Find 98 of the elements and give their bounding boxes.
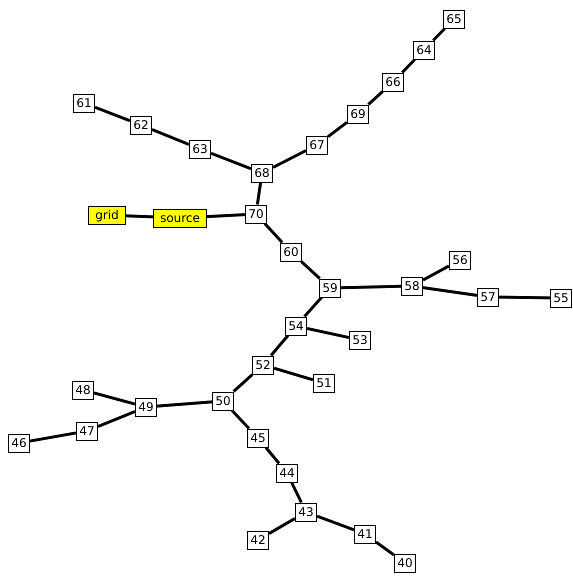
node-label: 49 [138,401,154,413]
node-label: 53 [352,334,368,346]
connector-line [316,514,355,532]
connector-line [498,296,550,300]
connector-line [230,409,250,430]
node-label: 67 [309,139,325,151]
node-box [247,428,269,448]
connector-line [290,482,303,504]
connector-line [422,264,450,282]
node-label: 56 [452,254,468,266]
node-box [72,380,94,400]
node-box [88,206,126,224]
connector-line [156,400,212,408]
node-box [306,136,328,154]
node-label: 42 [250,534,266,546]
node-label: 61 [76,97,92,109]
connector-line [300,260,321,280]
node-label: 48 [75,384,91,396]
node-box [319,278,341,298]
connector-line [97,410,136,428]
connector-line [340,284,402,290]
node-label: 70 [248,208,264,220]
connector-line [206,213,246,218]
node-box [550,288,572,308]
node-box [251,164,273,182]
node-label: 69 [350,108,366,120]
connector-line [94,106,131,122]
connector-line [272,149,307,169]
node-label: 51 [316,377,332,389]
connector-line [268,517,296,535]
node-box [349,330,371,350]
node-label: 59 [322,282,338,294]
node-label: 47 [79,425,95,437]
node-box [135,398,157,416]
node-label: 54 [288,320,304,332]
connector-line [327,121,348,138]
node-box [413,40,435,60]
node-label: 64 [416,44,432,56]
connector-line [256,182,262,205]
node-label: 60 [283,246,299,258]
node-label: 44 [279,467,295,479]
connector-line [367,90,384,106]
connector-line [432,27,446,42]
node-label: 63 [192,143,208,155]
node-box [153,208,207,228]
node-box [130,116,152,134]
connector-line [375,540,395,556]
node-box [443,10,465,28]
node-box [354,524,376,544]
node-box [394,554,416,572]
node-box [401,276,423,296]
node-label: 68 [254,167,270,179]
node-box [8,434,30,452]
connector-line [30,431,76,443]
node-box [252,356,274,374]
connector-line [274,366,314,382]
node-box [382,72,404,92]
connector-line [306,326,350,340]
node-label: 65 [446,13,462,25]
node-box [449,250,471,270]
node-label: 41 [357,528,373,540]
node-label: grid [95,209,119,221]
connector-line [232,373,254,393]
node-box [280,242,302,262]
connector-line [401,58,416,74]
connector-line [303,296,323,318]
connector-line [270,334,290,356]
node-box [247,530,269,550]
node-label: 52 [255,359,271,371]
node-label: 66 [385,76,401,88]
node-box [295,502,317,522]
node-box [285,316,307,336]
node-box [245,204,267,224]
node-box [189,140,211,158]
node-label: 46 [11,437,27,449]
node-label: 62 [133,119,149,131]
node-label: 43 [298,506,314,518]
node-box [212,392,234,410]
connector-line [210,152,252,170]
node-label: source [160,212,200,224]
connector-line [126,214,154,218]
node-box [347,104,369,124]
node-label: 45 [250,432,266,444]
node-box [276,464,298,482]
connector-line [151,128,190,146]
connector-line [422,286,478,297]
node-label: 40 [397,557,413,569]
node-label: 57 [480,291,496,303]
connector-line [94,392,136,406]
node-box [477,288,499,306]
connector-line [264,446,280,464]
node-label: 58 [404,280,420,292]
node-box [76,422,98,440]
node-box [313,374,335,392]
node-label: 55 [553,292,569,304]
node-box [73,94,95,112]
connector-line [264,222,284,244]
node-label: 50 [215,395,231,407]
